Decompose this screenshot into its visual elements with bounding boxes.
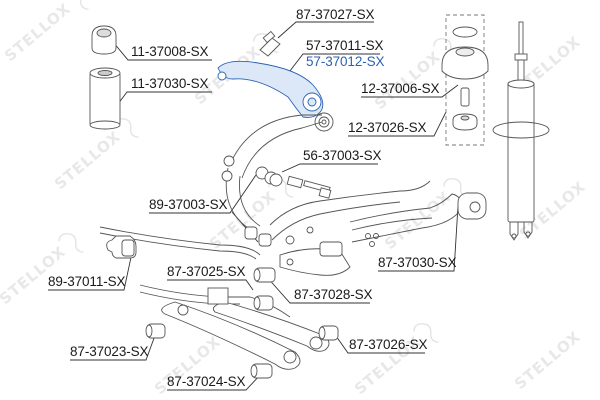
bushing-87-37027	[259, 30, 281, 57]
part-label-87-37030: 87-37030-SX	[378, 255, 457, 270]
top-mount-group	[441, 14, 489, 146]
part-label-11-37008: 11-37008-SX	[131, 44, 209, 59]
toe-link	[255, 166, 332, 199]
bump-stop-part	[91, 25, 117, 55]
upper-arm-highlighted	[217, 60, 324, 118]
bushing-87-37028	[253, 267, 276, 283]
bushing-arm-end	[314, 112, 334, 132]
bushing-87-37023	[145, 323, 166, 339]
bushing-87-37024	[250, 363, 273, 379]
bushing-89-37011	[106, 235, 137, 259]
part-label-87-37023: 87-37023-SX	[70, 344, 149, 359]
part-label-12-37026: 12-37026-SX	[348, 120, 427, 135]
part-label-87-37027: 87-37027-SX	[296, 7, 375, 22]
knuckle	[269, 180, 431, 276]
bushing-87-37025	[253, 295, 274, 311]
svg-text:STELLOX: STELLOX	[511, 327, 584, 393]
bushing-87-37030	[457, 192, 487, 220]
svg-text:STELLOX: STELLOX	[51, 127, 124, 193]
svg-text:STELLOX: STELLOX	[1, 0, 74, 65]
bushing-87-37026	[318, 325, 339, 341]
bushing-89-37003	[244, 226, 272, 247]
leader-lines	[48, 21, 459, 391]
part-label-87-37024: 87-37024-SX	[167, 374, 246, 389]
part-label-57-37012-highlighted: 57-37012-SX	[306, 54, 385, 69]
part-label-11-37030: 11-37030-SX	[131, 76, 209, 91]
lower-arms	[139, 284, 330, 370]
svg-text:STELLOX: STELLOX	[381, 187, 454, 253]
part-label-87-37025: 87-37025-SX	[167, 264, 246, 279]
part-label-12-37006: 12-37006-SX	[361, 81, 440, 96]
part-label-56-37003: 56-37003-SX	[303, 148, 382, 163]
part-label-87-37028: 87-37028-SX	[294, 287, 373, 302]
parts-layer	[89, 14, 550, 379]
part-label-57-37011: 57-37011-SX	[306, 38, 384, 53]
part-label-89-37011: 89-37011-SX	[48, 274, 126, 289]
dust-boot-part	[89, 67, 121, 130]
shock-absorber	[492, 21, 550, 241]
part-label-87-37026: 87-37026-SX	[349, 337, 428, 352]
upper-link	[221, 114, 323, 229]
part-label-89-37003: 89-37003-SX	[149, 197, 228, 212]
